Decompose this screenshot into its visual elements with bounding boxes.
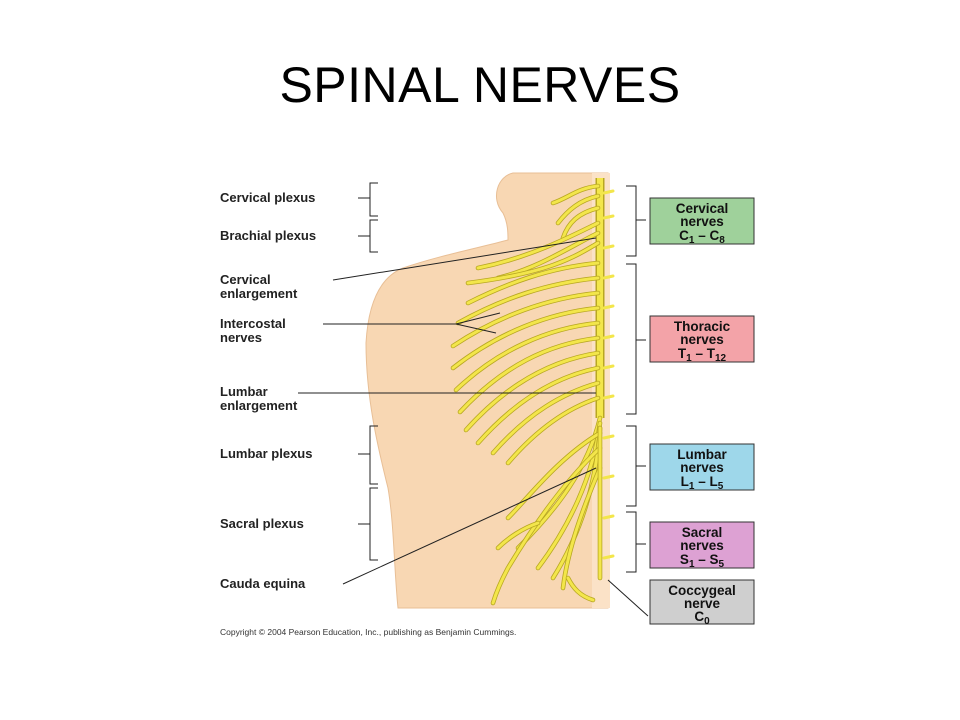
- thoracic-box-range: T1 – T12: [678, 346, 727, 364]
- lumbar-box-line1: Lumbar: [677, 447, 727, 462]
- diagram-svg: Cervical plexus Brachial plexus Cervical…: [220, 172, 755, 637]
- cervical-box-line1: Cervical: [676, 201, 729, 216]
- coccygeal-box-line1: Coccygeal: [668, 583, 736, 598]
- body-silhouette: [365, 172, 609, 609]
- lumbosacral-nerves: [490, 415, 603, 606]
- page-title: SPINAL NERVES: [279, 57, 681, 113]
- label-lumbar-enlargement-2: enlargement: [220, 398, 298, 413]
- lumbar-box-range: L1 – L5: [681, 474, 724, 492]
- cervical-box-line2: nerves: [680, 214, 724, 229]
- sacral-nerves-box: Sacral nerves S1 – S5: [649, 521, 755, 570]
- cervical-nerves-box: Cervical nerves C1 – C8: [649, 197, 755, 246]
- label-cervical-enlargement-2: enlargement: [220, 286, 298, 301]
- label-cauda-equina: Cauda equina: [220, 576, 306, 591]
- label-cervical-enlargement-1: Cervical: [220, 272, 271, 287]
- spinal-nerve-roots-right: [602, 189, 615, 560]
- lumbar-box-line2: nerves: [680, 460, 724, 475]
- cervical-box-range: C1 – C8: [679, 228, 725, 246]
- sacral-box-line2: nerves: [680, 538, 724, 553]
- coccygeal-box-range: C0: [694, 609, 710, 627]
- copyright-text: Copyright © 2004 Pearson Education, Inc.…: [220, 627, 516, 637]
- label-brachial-plexus: Brachial plexus: [220, 228, 316, 243]
- label-lumbar-plexus: Lumbar plexus: [220, 446, 312, 461]
- label-lumbar-enlargement-1: Lumbar: [220, 384, 268, 399]
- coccygeal-nerve-box: Coccygeal nerve C0: [649, 579, 755, 627]
- label-cervical-plexus: Cervical plexus: [220, 190, 315, 205]
- right-brackets: [607, 185, 649, 617]
- brachial-plexus-nerves: [465, 220, 601, 286]
- intercostal-nerves: [450, 260, 601, 466]
- thoracic-nerves-box: Thoracic nerves T1 – T12: [649, 315, 755, 364]
- spinal-nerves-diagram: Cervical plexus Brachial plexus Cervical…: [208, 168, 768, 648]
- sacral-box-range: S1 – S5: [680, 552, 725, 570]
- lumbar-nerves-box: Lumbar nerves L1 – L5: [649, 443, 755, 492]
- left-leaders: [298, 182, 597, 585]
- thoracic-box-line2: nerves: [680, 332, 724, 347]
- label-sacral-plexus: Sacral plexus: [220, 516, 304, 531]
- cervical-plexus-nerves: [550, 183, 601, 241]
- coccygeal-box-line2: nerve: [684, 596, 721, 611]
- sacral-box-line1: Sacral: [682, 525, 723, 540]
- label-intercostal-2: nerves: [220, 330, 262, 345]
- label-intercostal-1: Intercostal: [220, 316, 286, 331]
- thoracic-box-line1: Thoracic: [674, 319, 731, 334]
